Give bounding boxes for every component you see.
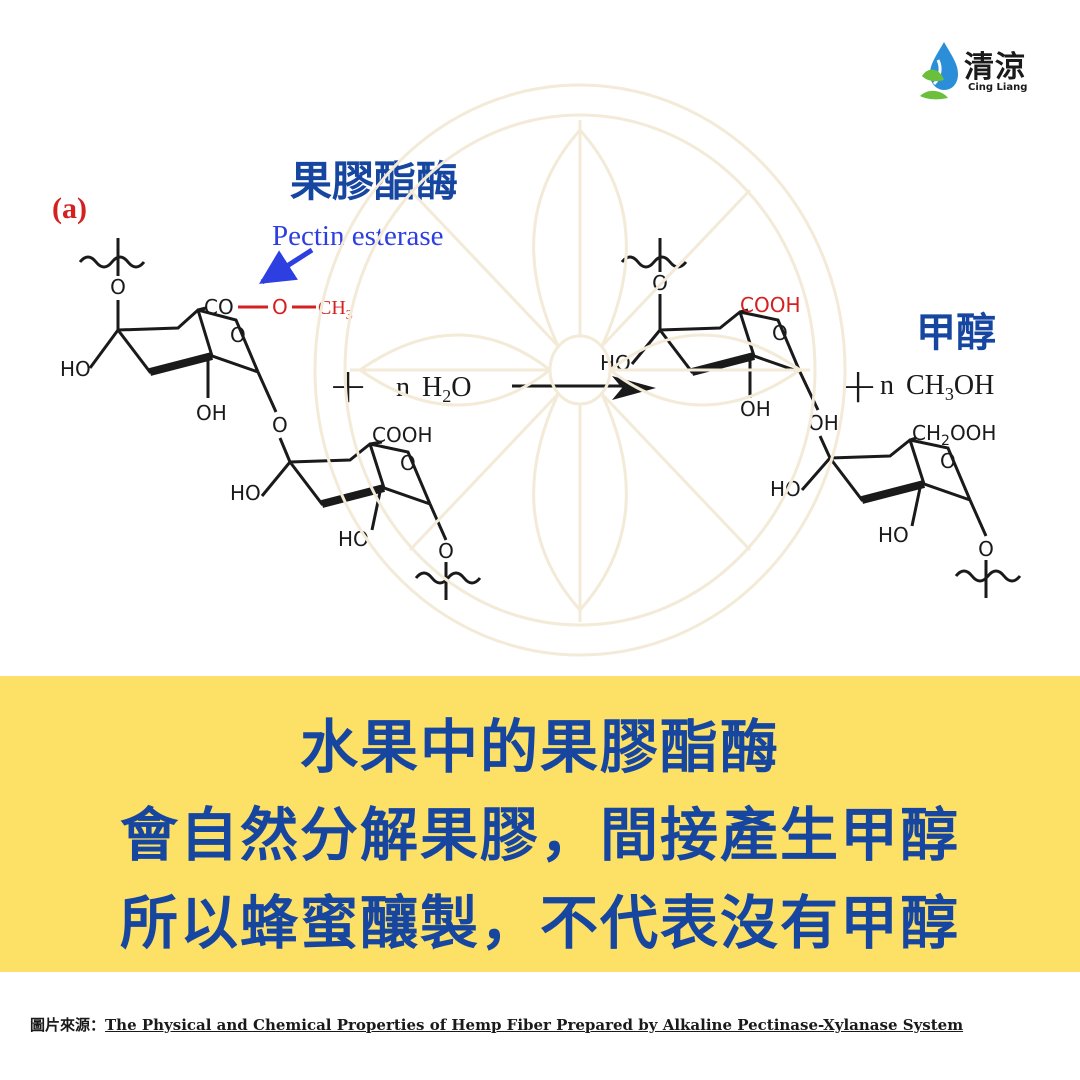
right-top-cooh: COOH [740,293,801,317]
product-label-zh: 甲醇 [916,310,996,356]
water-drop-leaf-icon [920,42,958,100]
right-bottom-ho2: HO [878,523,909,547]
source-label: 圖片來源： [30,1016,106,1034]
lemon-slice-watermark [313,83,847,657]
enzyme-label-zh: 果膠酯酶 [290,157,458,206]
left-bottom-ring-o: O [400,451,416,475]
brand-logo: 清涼 Cing Liang [918,38,1048,102]
caption-line-2: 會自然分解果膠，間接產生甲醇 [119,801,960,869]
panel-label: (a) [52,192,87,225]
left-bottom-cooh: COOH [372,423,433,447]
left-bottom-ho: HO [230,481,261,505]
ester-o: O [272,295,288,319]
right-top-oh: OH [740,397,771,421]
reaction-arrow [512,376,656,400]
reaction-diagram: (a) 果膠酯酶 Pectin esterase 甲醇 O O CO O CH3… [52,83,1022,657]
enzyme-label-en: Pectin esterase [272,220,444,252]
image-source: 圖片來源：The Physical and Chemical Propertie… [30,1014,963,1035]
left-top-ring [78,238,316,413]
caption-banner: 水果中的果膠酯酶 會自然分解果膠，間接產生甲醇 所以蜂蜜釀製，不代表沒有甲醇 [0,676,1080,972]
pectin-esterase-reaction: (a) 果膠酯酶 Pectin esterase 甲醇 O O CO O CH3… [52,157,1022,600]
left-bottom-ho2: HO [338,527,369,551]
brand-name: 清涼 [964,50,1026,85]
caption-line-1: 水果中的果膠酯酶 [299,713,780,781]
brand-subtitle: Cing Liang [968,82,1028,93]
left-top-ring-o: O [230,323,246,347]
left-bottom-link-o: O [438,539,454,563]
left-glycosidic-o: O [272,413,288,437]
caption-line-3: 所以蜂蜜釀製，不代表沒有甲醇 [119,889,960,957]
right-bottom-ch2ooh: CH2OOH [912,421,996,449]
right-bottom-ring-o: O [940,449,956,473]
left-top-oh: OH [196,401,227,425]
right-glycosidic-oh: OH [808,411,839,435]
left-top-ho: HO [60,357,91,381]
right-bottom-ring [800,435,1022,598]
source-link[interactable]: The Physical and Chemical Properties of … [105,1016,964,1034]
right-bottom-link-o: O [978,537,994,561]
ester-co: CO [204,295,234,319]
left-top-link-o: O [110,275,126,299]
enzyme-arrow [259,247,314,285]
right-top-ring-o: O [772,321,788,345]
